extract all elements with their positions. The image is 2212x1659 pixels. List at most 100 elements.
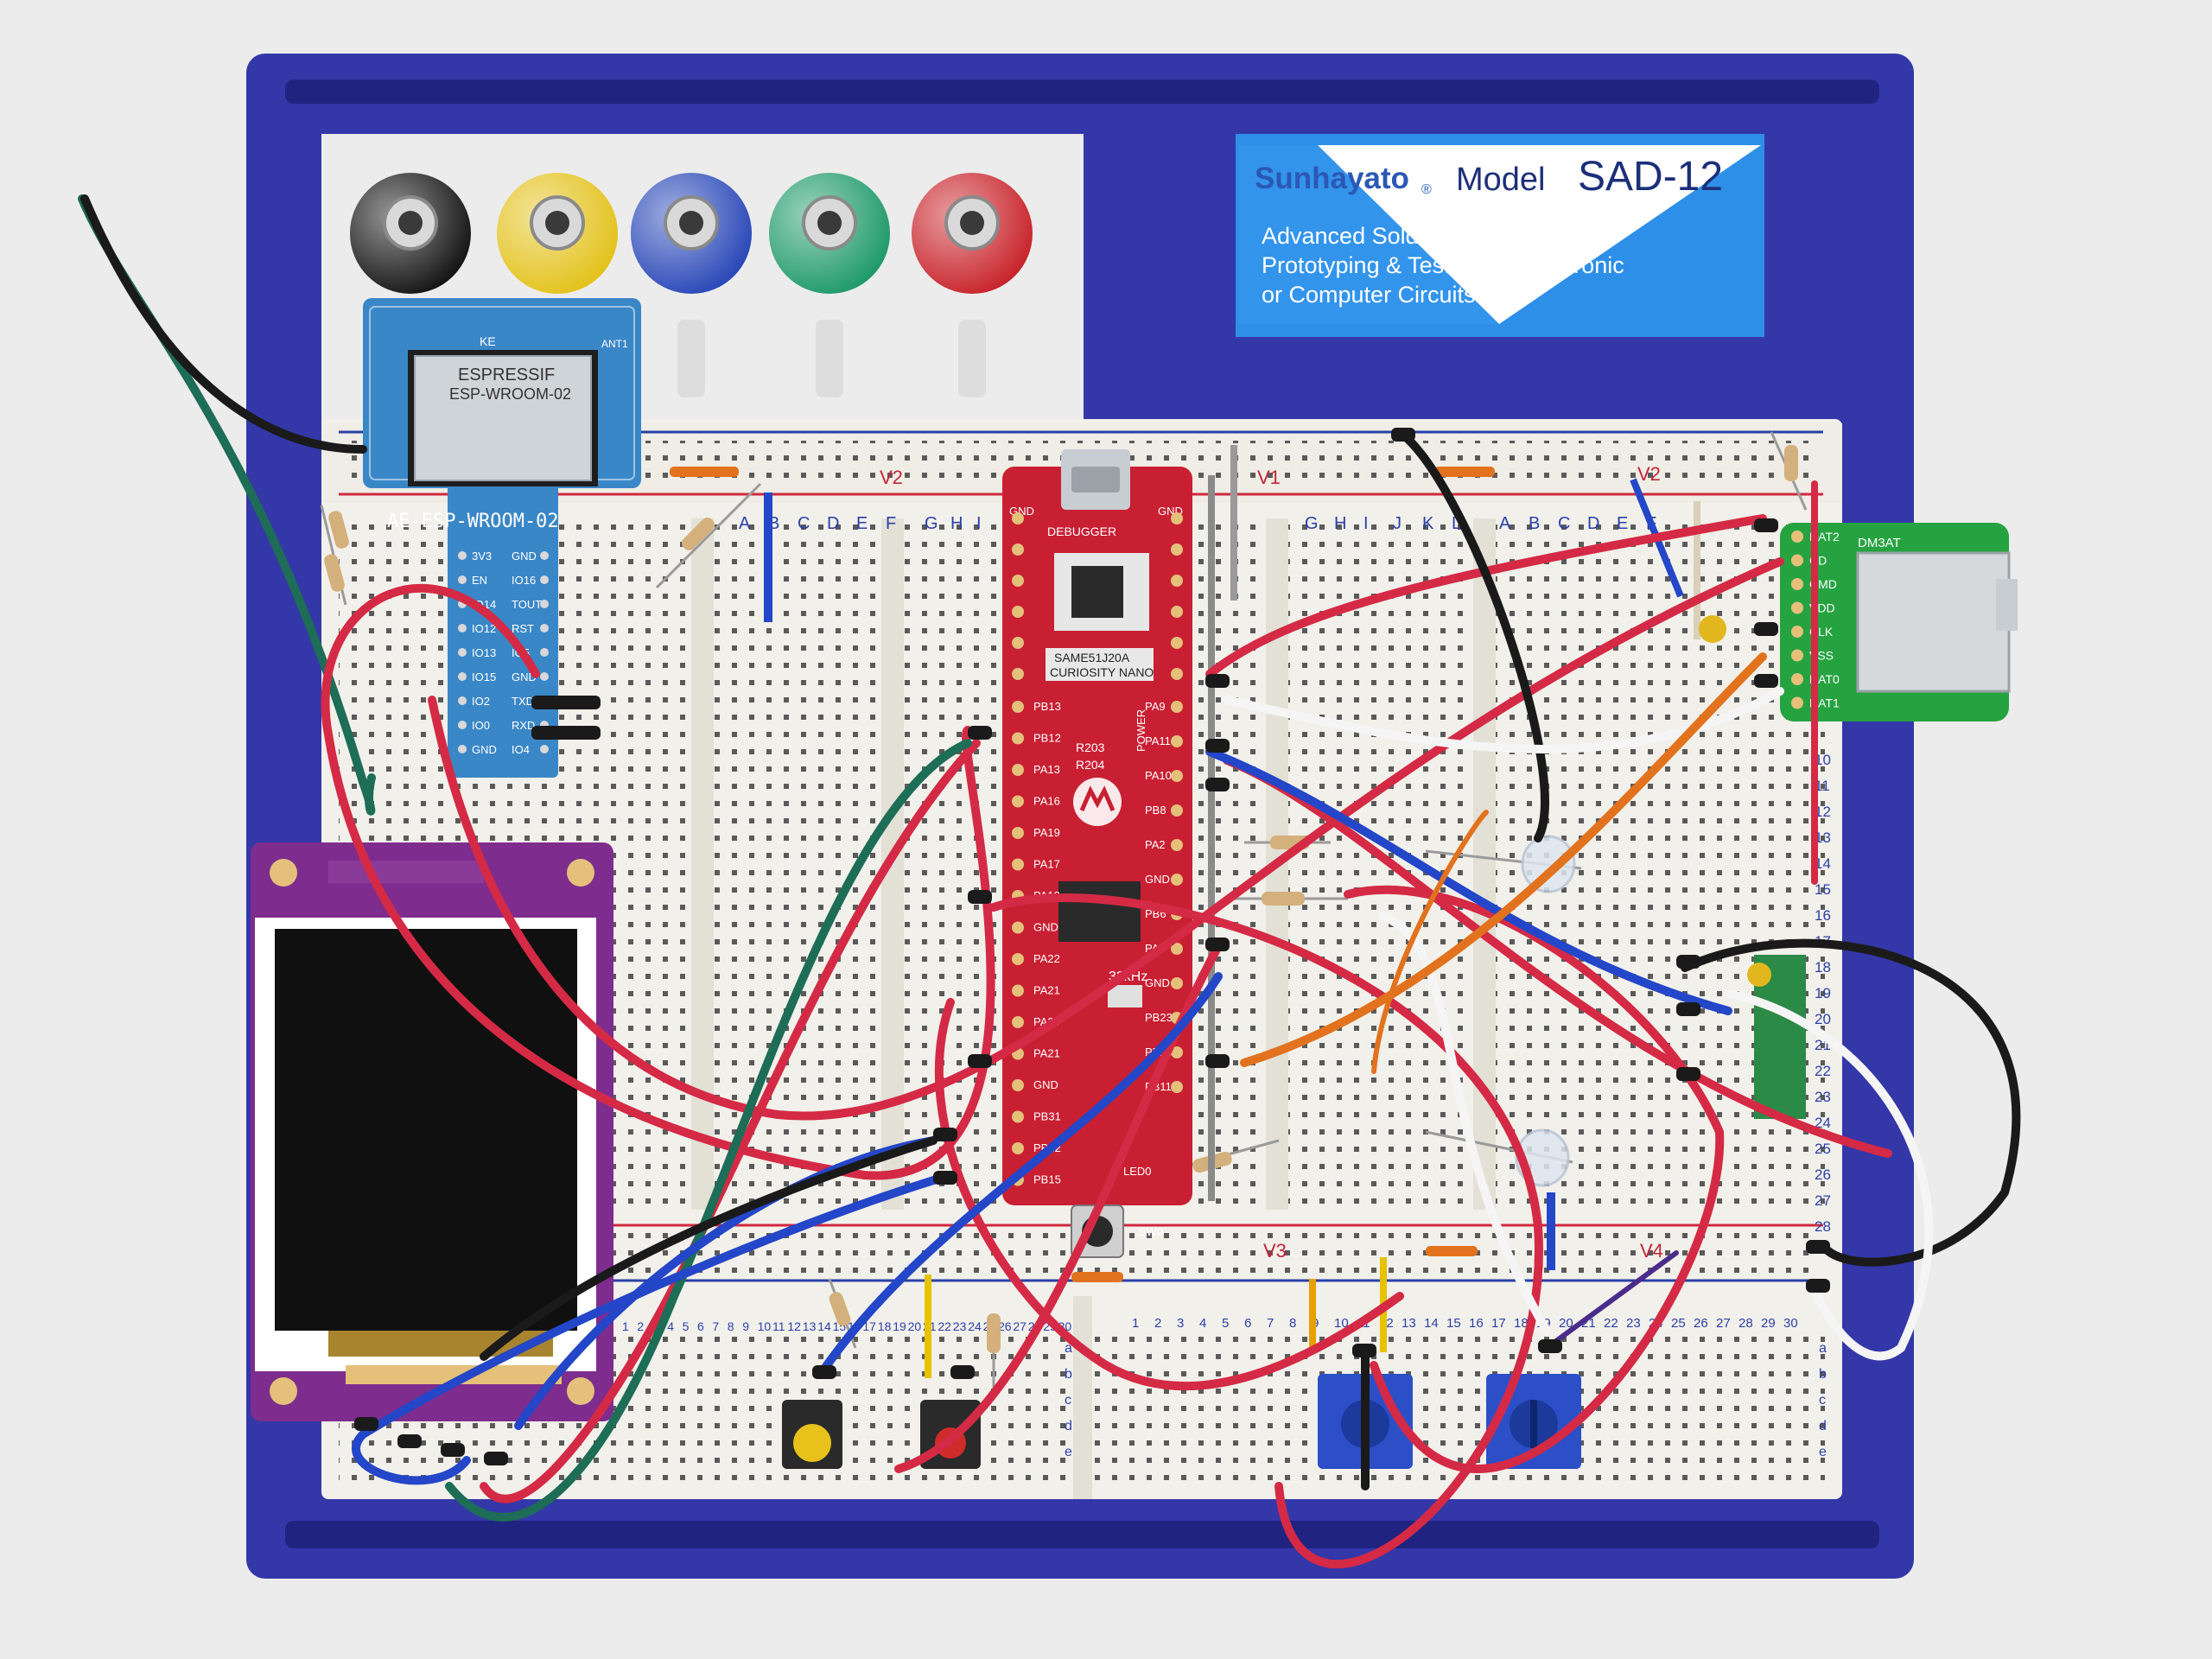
binding-post-slot	[958, 320, 986, 397]
label-plate: Sunhayato ® Model SAD-12 Advanced Solder…	[1236, 134, 1764, 337]
wifi-pin-label: TOUT	[512, 598, 542, 611]
row-number: 25	[1815, 1141, 1831, 1157]
column-letter: B	[1529, 514, 1540, 533]
purple-wire	[1544, 1250, 1679, 1351]
rail-label-5: V4	[1640, 1240, 1663, 1262]
wifi-pin-label: 3V3	[472, 550, 492, 563]
bottom-letter: e	[1819, 1445, 1827, 1459]
bottom-number: 3	[1177, 1316, 1184, 1331]
column-letters: AABBCCDDEEFFGGHHIIJJKKLL	[739, 514, 1656, 533]
mcu-pin-label: PB15	[1033, 1173, 1061, 1186]
mcu-pin-label: PA2	[1145, 838, 1166, 851]
row-number: 10	[1815, 752, 1831, 768]
bottom-letter: b	[1065, 1367, 1072, 1382]
bottom-number: 26	[998, 1319, 1012, 1333]
bottom-number: 30	[1783, 1316, 1798, 1331]
wifi-pin-label: RXD	[512, 719, 535, 732]
binding-post-yellow[interactable]	[497, 173, 618, 294]
bottom-number: 10	[1334, 1316, 1349, 1331]
red-wire-9	[934, 998, 1404, 1391]
jumper-wires	[78, 194, 2021, 1568]
mcu-name-line-2: CURIOSITY NANO	[1050, 665, 1154, 679]
bottom-letter: d	[1819, 1419, 1827, 1433]
wifi-part-number: ESP-WROOM-02	[449, 385, 571, 403]
bottom-number: 24	[968, 1319, 982, 1333]
column-letter: I	[1363, 514, 1369, 533]
bottom-number: 2	[637, 1319, 644, 1333]
mcu-pin-label: PB12	[1033, 732, 1061, 745]
bottom-letter: e	[1065, 1445, 1072, 1459]
red-wire-1	[321, 583, 995, 1180]
mcu-pin-label: PA21	[1033, 984, 1060, 997]
wifi-pin-label: GND	[512, 550, 537, 563]
mcu-pin-label: PA22	[1033, 952, 1060, 965]
row-number: 12	[1815, 804, 1831, 820]
rail-label-3: V2	[1637, 463, 1661, 485]
bottom-number: 1	[1132, 1316, 1139, 1331]
yellow-pushbutton[interactable]	[782, 1400, 842, 1469]
model-word: Model	[1456, 162, 1546, 198]
mcu-pin-label: GND	[1145, 976, 1170, 989]
bottom-letter: c	[1819, 1393, 1826, 1408]
bottom-letter: d	[1065, 1419, 1072, 1433]
bottom-number: 13	[1402, 1316, 1416, 1331]
mcu-pin-label: GND	[1145, 873, 1170, 886]
blue-wire-3	[352, 1171, 955, 1485]
mcu-r204: R204	[1076, 758, 1105, 772]
mcu-r203: R203	[1076, 741, 1105, 754]
lcd-module	[251, 842, 613, 1421]
bottom-number: 14	[1424, 1316, 1439, 1331]
plate-line-2: Prototyping & Testing for Electronic	[1262, 252, 1624, 278]
plate-line-1: Advanced Solderless Breadboard	[1262, 223, 1609, 249]
sd-part-label: DM3AT	[1858, 536, 1901, 550]
wifi-pin-label: IO2	[472, 695, 490, 708]
column-letter: A	[739, 514, 751, 533]
bottom-number: 10	[758, 1319, 772, 1333]
bottom-number: 2	[1154, 1316, 1161, 1331]
bottom-number: 20	[908, 1319, 922, 1333]
tray-top-slot	[285, 79, 1879, 104]
row-number: 27	[1815, 1192, 1831, 1209]
bottom-number: 23	[1626, 1316, 1641, 1331]
bottom-number: 11	[772, 1319, 785, 1333]
brand-label: Sunhayato	[1255, 162, 1409, 195]
yellow-button-cap[interactable]	[793, 1424, 831, 1462]
bottom-number: 29	[1761, 1316, 1776, 1331]
bottom-number: 18	[878, 1319, 892, 1333]
bottom-number: 15	[1446, 1316, 1461, 1331]
column-letter: I	[976, 514, 982, 533]
mcu-pin-label: GND	[1033, 1078, 1058, 1091]
wifi-pin-label: GND	[512, 671, 537, 683]
bottom-number: 23	[953, 1319, 967, 1333]
column-letter: G	[925, 514, 938, 533]
column-letter: E	[1617, 514, 1628, 533]
bottom-number: 5	[1222, 1316, 1229, 1331]
row-number: 18	[1815, 959, 1831, 976]
column-letter: J	[1393, 514, 1402, 533]
mcu-board: DEBUGGER SAME51J20A CURIOSITY NANO POWER…	[1002, 449, 1192, 1258]
bottom-number: 4	[667, 1319, 674, 1333]
row-number: 28	[1815, 1218, 1831, 1235]
bottom-number: 28	[1738, 1316, 1753, 1331]
binding-post-blue[interactable]	[631, 173, 752, 294]
binding-post-green[interactable]	[769, 173, 890, 294]
bottom-number: 22	[938, 1319, 951, 1333]
bottom-letter: a	[1819, 1341, 1827, 1356]
red-wire-3	[1205, 514, 1767, 678]
column-letter: K	[1422, 514, 1434, 533]
blue-wire-2	[817, 972, 1223, 1378]
bottom-letter: c	[1065, 1393, 1071, 1408]
mcu-led-label: LED0	[1123, 1165, 1152, 1178]
bottom-number: 18	[1514, 1316, 1529, 1331]
binding-post-black[interactable]	[350, 173, 471, 294]
binding-post-red[interactable]	[912, 173, 1033, 294]
column-letter: H	[950, 514, 963, 533]
mcu-pin-label: PA21	[1033, 1047, 1060, 1060]
row-number: 16	[1815, 907, 1831, 924]
column-letter: A	[1499, 514, 1511, 533]
black-wire-3	[480, 1136, 938, 1361]
red-wire-5	[989, 893, 1543, 1568]
row-number: 11	[1815, 778, 1830, 794]
mcu-pin-label: PA11	[1145, 734, 1171, 747]
